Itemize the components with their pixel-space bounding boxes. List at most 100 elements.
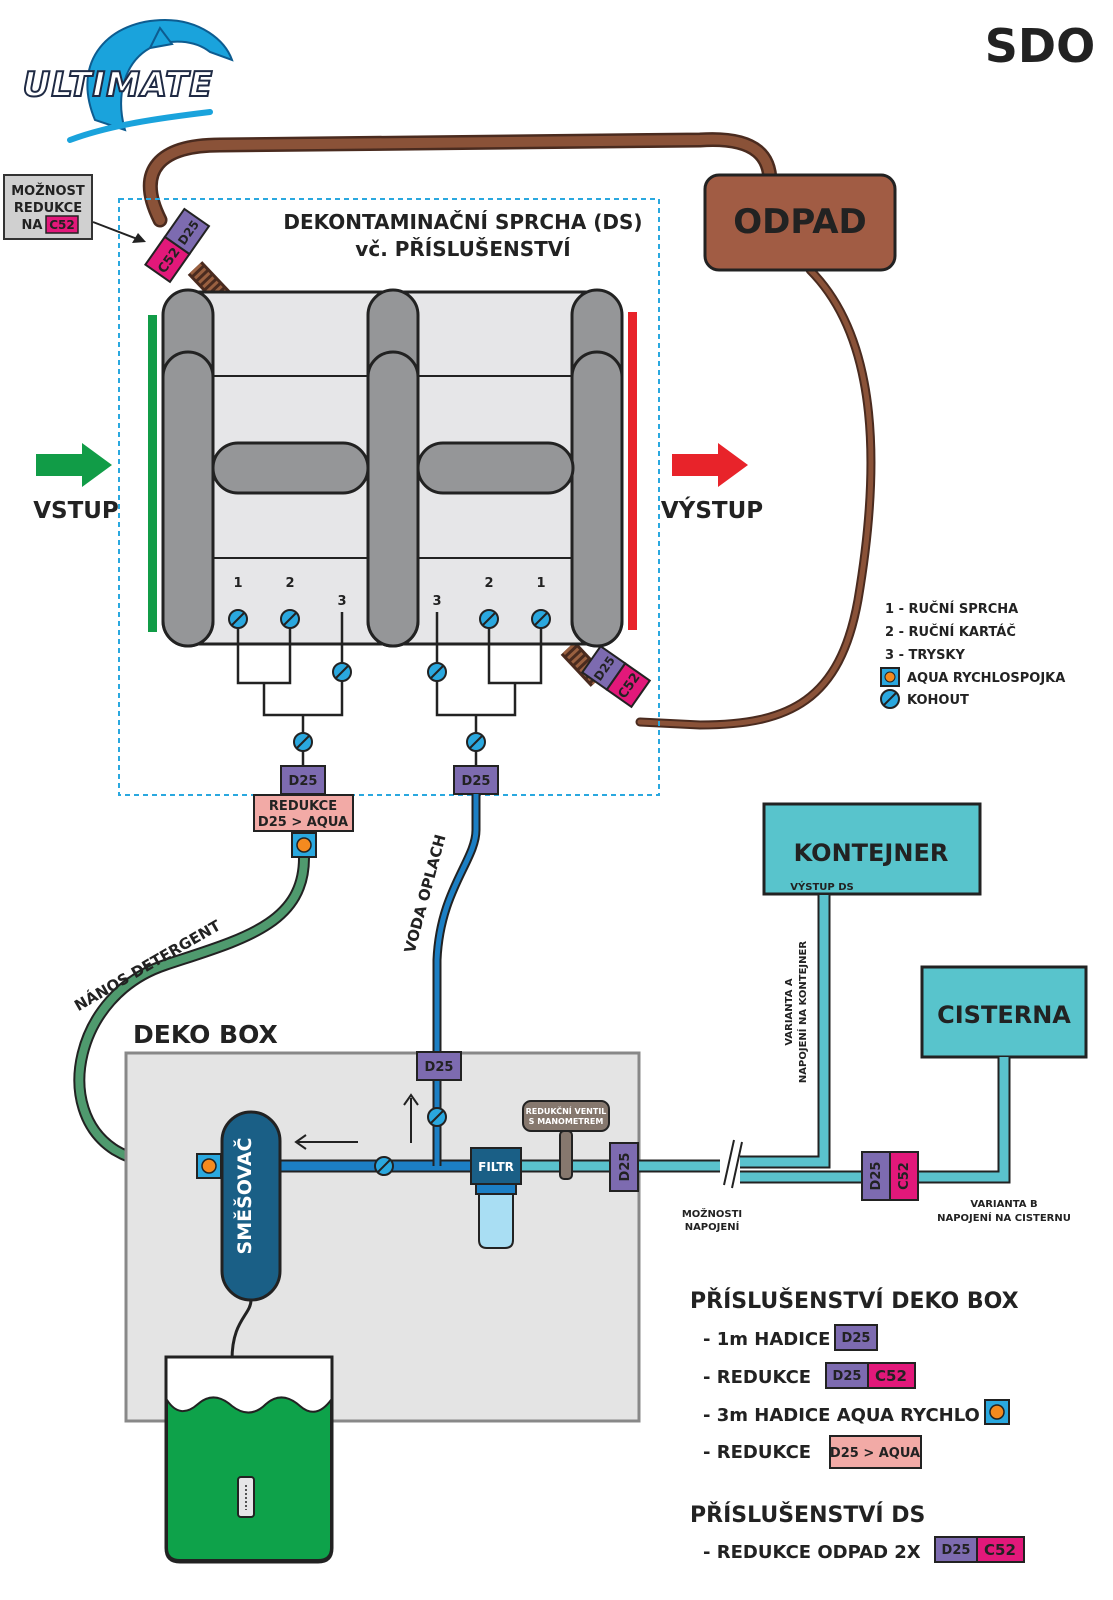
c52-badge-label: C52 bbox=[875, 1367, 907, 1385]
d25-badge-label: D25 bbox=[842, 1331, 871, 1346]
accessory-item: - 1m HADICE bbox=[703, 1329, 830, 1350]
tap-number: 3 bbox=[337, 594, 346, 609]
container-label: KONTEJNER bbox=[794, 839, 949, 867]
connection-options-line1: MOŽNOSTI bbox=[682, 1207, 742, 1220]
valve-icon bbox=[427, 1107, 447, 1127]
d25-connector-label: D25 bbox=[869, 1162, 884, 1191]
valve-icon bbox=[427, 662, 447, 682]
connection-break-mark bbox=[723, 1139, 735, 1186]
flow-arrow-up-icon bbox=[403, 1093, 419, 1143]
mixer: SMĚŠOVAČ bbox=[196, 1110, 282, 1302]
variant-a-line2: NAPOJENÍ NA KONTEJNER bbox=[796, 941, 809, 1083]
connection-break-mark bbox=[731, 1141, 743, 1189]
d25-aqua-badge-label: D25 > AQUA bbox=[830, 1446, 920, 1461]
roller bbox=[366, 350, 420, 648]
legend-item-3: 3 - TRYSKY bbox=[885, 648, 966, 663]
dolphin-fin-icon bbox=[148, 26, 174, 50]
c52-connector-box bbox=[605, 662, 652, 709]
container-sub: VÝSTUP DS bbox=[790, 880, 853, 893]
legend-item-1: 1 - RUČNÍ SPRCHA bbox=[885, 601, 1018, 617]
reduction-d25-aqua-line2: D25 > AQUA bbox=[258, 815, 348, 830]
tap-number: 2 bbox=[285, 576, 294, 591]
reduction-d25-aqua-line1: REDUKCE bbox=[269, 799, 337, 814]
valve-icon bbox=[374, 1156, 394, 1176]
d25-connector-box bbox=[163, 207, 211, 256]
wave-swoosh-icon bbox=[67, 109, 213, 143]
output-label: VÝSTUP bbox=[661, 496, 763, 524]
reduction-note-badge: C52 bbox=[49, 218, 75, 232]
valve-icon bbox=[531, 609, 551, 629]
top-left-connectors: C52 D25 bbox=[143, 207, 211, 284]
detergent-hose-label: NÁNOS DETERGENT bbox=[71, 915, 225, 1015]
valve-label-line1: REDUKČNÍ VENTIL bbox=[526, 1105, 607, 1116]
tap-number: 1 bbox=[536, 576, 545, 591]
reduction-note: MOŽNOST REDUKCE NA C52 bbox=[3, 174, 146, 243]
filter: FILTR bbox=[470, 1147, 522, 1249]
accessories-dekobox-title: PŘÍSLUŠENSTVÍ DEKO BOX bbox=[690, 1288, 1019, 1314]
valve-icon bbox=[880, 689, 900, 709]
c52-badge bbox=[976, 1536, 1025, 1563]
filter-label: FILTR bbox=[478, 1160, 514, 1174]
rinse-hose-fill bbox=[434, 794, 479, 1053]
reduction-d25-aqua bbox=[253, 794, 354, 832]
exit-bar bbox=[628, 312, 637, 630]
roller bbox=[570, 350, 624, 648]
valve-icon bbox=[332, 662, 352, 682]
detergent-tank bbox=[164, 1355, 334, 1564]
d25-outlet-left-label: D25 bbox=[289, 774, 318, 789]
legend: 1 - RUČNÍ SPRCHA 2 - RUČNÍ KARTÁČ 3 - TR… bbox=[880, 601, 1065, 709]
output-arrow-icon bbox=[672, 443, 748, 487]
d25-inlet bbox=[416, 1051, 462, 1081]
shower-title-line1: DEKONTAMINAČNÍ SPRCHA (DS) bbox=[283, 210, 642, 234]
container-box bbox=[762, 802, 982, 896]
c52-badge bbox=[867, 1362, 916, 1389]
tap-number: 3 bbox=[432, 594, 441, 609]
tap-number: 1 bbox=[233, 576, 242, 591]
waste-hose-right-fill bbox=[637, 267, 874, 728]
horizontal-roller bbox=[416, 441, 575, 495]
d25-outlet-right-label: D25 bbox=[462, 774, 491, 789]
c52-badge-label: C52 bbox=[984, 1541, 1016, 1559]
code-label: SDO bbox=[985, 19, 1095, 73]
deko-box-title: DEKO BOX bbox=[133, 1020, 278, 1049]
waste-label: ODPAD bbox=[733, 202, 866, 242]
reduction-note-line3: NA bbox=[22, 218, 43, 233]
d25-outlet-dekobox bbox=[609, 1142, 639, 1192]
accessory-item: - REDUKCE bbox=[703, 1442, 811, 1463]
valve-icon bbox=[280, 609, 300, 629]
input-arrow-icon bbox=[36, 443, 112, 487]
reduction-note-pointer bbox=[92, 221, 141, 241]
roller bbox=[161, 350, 215, 648]
legend-item-4: AQUA RYCHLOSPOJKA bbox=[907, 671, 1065, 686]
d25-badge-label: D25 bbox=[833, 1369, 862, 1384]
accessories-ds-title: PŘÍSLUŠENSTVÍ DS bbox=[690, 1502, 925, 1528]
c52-connector-label: C52 bbox=[897, 1162, 912, 1190]
cistern-label: CISTERNA bbox=[937, 1001, 1071, 1029]
shower-unit bbox=[161, 288, 624, 648]
logo-text: ULTIMATE bbox=[23, 65, 214, 105]
waste-hose-top-fill bbox=[145, 134, 775, 225]
reduction-note-line2: REDUKCE bbox=[14, 201, 82, 216]
waste-box bbox=[703, 173, 897, 272]
dolphin-icon bbox=[86, 18, 234, 132]
d25-outlet-dekobox-label: D25 bbox=[618, 1153, 633, 1182]
accessory-item: - 3m HADICE AQUA RYCHLO bbox=[703, 1405, 980, 1426]
variant-b-line2: NAPOJENÍ NA CISTERNU bbox=[937, 1211, 1071, 1224]
accessory-item: - REDUKCE ODPAD 2X bbox=[703, 1542, 921, 1563]
valve-icon bbox=[293, 732, 313, 752]
d25-badge bbox=[934, 1536, 978, 1563]
tap-number: 2 bbox=[484, 576, 493, 591]
bottom-right-connectors: D25 C52 bbox=[580, 644, 652, 709]
d25-inlet-label: D25 bbox=[425, 1060, 454, 1075]
valve-icon bbox=[228, 609, 248, 629]
shower-title-line2: vč. PŘÍSLUŠENSTVÍ bbox=[355, 237, 570, 261]
ultimate-logo: ULTIMATE bbox=[22, 18, 234, 143]
c52-connector-box bbox=[889, 1151, 919, 1201]
legend-item-5: KOHOUT bbox=[907, 693, 969, 708]
flow-arrow-left-icon bbox=[294, 1134, 358, 1150]
pressure-reducing-valve: REDUKČNÍ VENTIL S MANOMETREM bbox=[522, 1100, 610, 1180]
pointer-arrowhead-icon bbox=[132, 233, 146, 243]
entry-bar bbox=[148, 315, 157, 632]
waste-hose-top bbox=[142, 132, 778, 228]
shower-boundary bbox=[118, 198, 660, 796]
